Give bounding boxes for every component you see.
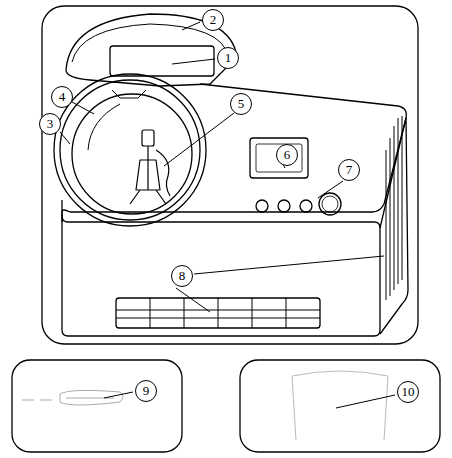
button — [256, 200, 268, 212]
container — [292, 371, 388, 440]
callout-number: 6 — [276, 144, 298, 166]
callout-number: 1 — [217, 47, 239, 69]
top-edge — [62, 210, 70, 216]
front-vent — [116, 298, 320, 328]
bowl-ring — [60, 80, 200, 220]
frame — [12, 360, 182, 452]
callout-number: 3 — [39, 113, 61, 135]
callout-number: 4 — [51, 86, 73, 108]
display — [250, 138, 308, 178]
button — [300, 200, 312, 212]
frame — [240, 360, 440, 452]
callout-number: 7 — [338, 159, 360, 181]
top-face — [70, 84, 406, 212]
callout-number: 8 — [171, 265, 193, 287]
button — [278, 200, 290, 212]
bowl-ring — [54, 74, 206, 226]
callout-number: 2 — [202, 9, 224, 31]
callout-number: 5 — [230, 93, 252, 115]
frame — [42, 6, 418, 344]
leader-lines — [60, 22, 395, 408]
lid-window — [110, 46, 214, 76]
knob — [319, 193, 341, 215]
front-face — [62, 216, 380, 336]
callout-number: 10 — [397, 381, 419, 403]
side-face — [380, 118, 408, 334]
callout-number: 9 — [135, 380, 157, 402]
bowl — [72, 94, 192, 214]
